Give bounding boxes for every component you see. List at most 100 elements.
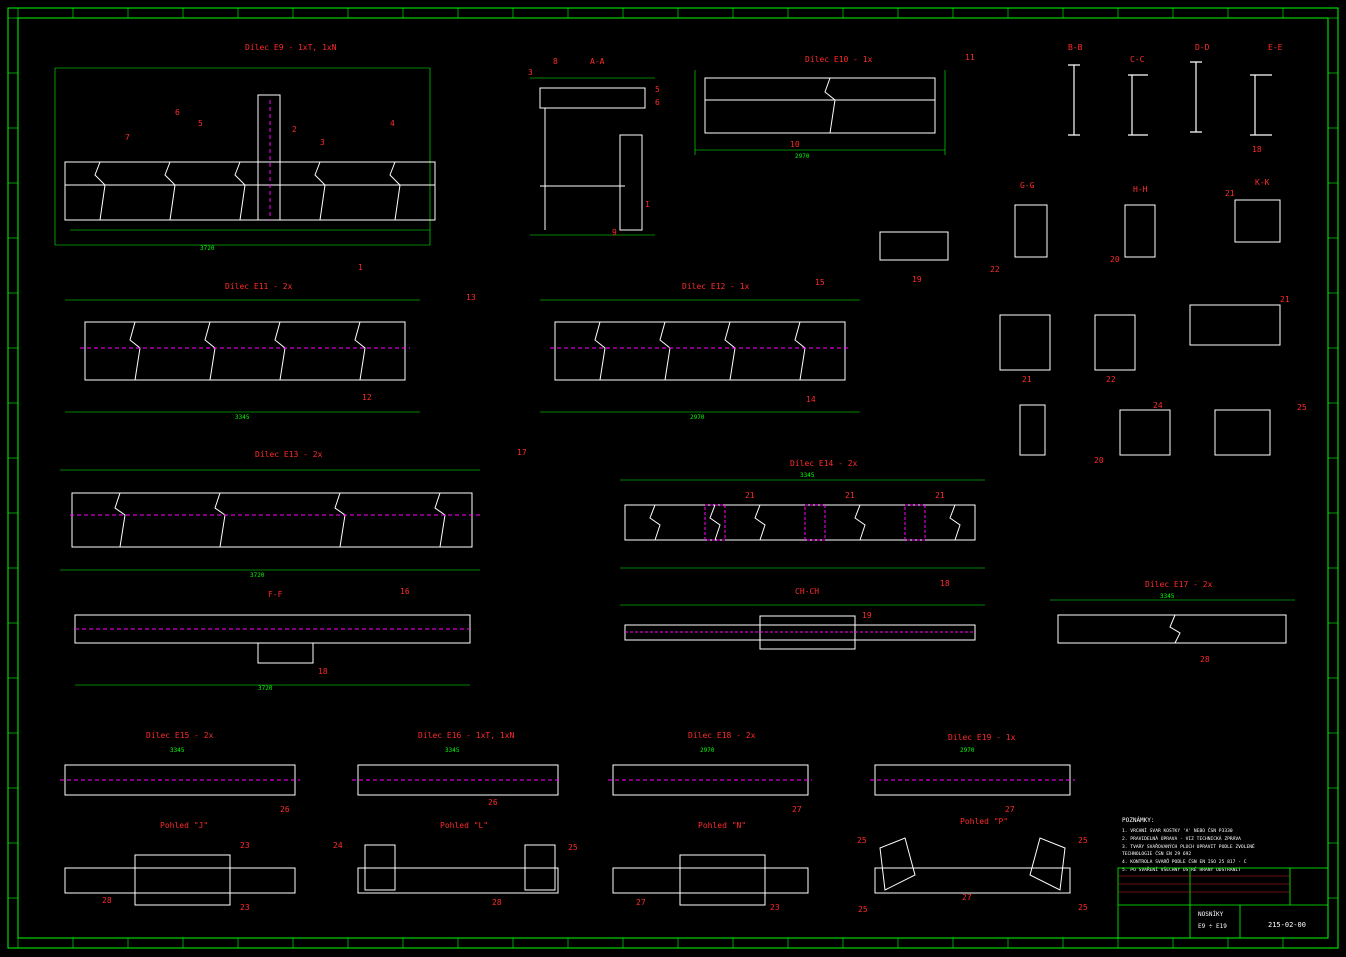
part-e13: Dílec E13 - 2x 3720 17 16 F-F 18 3720 [60,448,527,692]
note-line-2: 2. PRAVIDELNÁ ÚPRAVA - VIZ TECHNICKÁ ZPR… [1122,835,1241,842]
mark-e16-26: 26 [488,798,498,807]
mark-e11-12: 12 [362,393,372,402]
mark-kk-21: 21 [1225,189,1235,198]
sections-bb-ee: B-B C-C D-D E-E 18 [1068,43,1283,154]
mark-e14-21a: 21 [745,491,755,500]
title-hh: H-H [1133,185,1148,194]
dim-e17-total: 3345 [1160,593,1175,600]
mark-e15-23a: 23 [240,841,250,850]
mark-e9-2: 2 [292,125,297,134]
dim-e13-total: 3720 [250,572,265,579]
title-ee: E-E [1268,43,1283,52]
part-e12: Dílec E12 - 1x 2970 15 14 [540,278,860,421]
mark-24: 24 [1153,401,1163,410]
mark-e19-27b: 27 [962,893,972,902]
title-e13: Dílec E13 - 2x [255,450,323,459]
part-e14: Dílec E14 - 2x 3345 21 21 21 18 CH-CH [620,459,985,650]
mark-e10-11: 11 [965,53,975,62]
note-line-6: 5. PO SVAŘENÍ VŠECHNY OSTRÉ HRANY ODSTRA… [1122,865,1241,873]
mark-e16-25: 25 [568,843,578,852]
mark-e9-7: 7 [125,133,130,142]
title-e14: Dílec E14 - 2x [790,459,858,468]
note-line-4: TECHNOLOGIE ČSN EN 29 692 [1122,850,1191,857]
mark-ee-18: 18 [1252,145,1262,154]
title-block-number: 215-02-00 [1268,921,1306,929]
title-e17: Dílec E17 - 2x [1145,580,1213,589]
mark-e13-16: 16 [400,587,410,596]
mark-e19-27: 27 [1005,805,1015,814]
mark-25: 25 [1297,403,1307,412]
mark-aa-8: 8 [553,57,558,66]
view-j: Pohled "J" [160,821,208,830]
mark-e18-27b: 27 [636,898,646,907]
note-line-1: 1. VRCHNÍ SVAR KOSTKY 'A' NEBO ČSN P3330 [1122,826,1233,834]
mark-21b: 21 [1280,295,1290,304]
mark-hh-20: 20 [1110,255,1120,264]
mark-e16-28: 28 [492,898,502,907]
mark-e15-23b: 23 [240,903,250,912]
mark-20b: 20 [1094,456,1104,465]
dim-ff-total: 3720 [258,685,273,692]
mark-aa-6: 6 [655,98,660,107]
notes-header: POZNÁMKY: [1122,817,1155,824]
mark-e15-26: 26 [280,805,290,814]
title-e11: Dílec E11 - 2x [225,282,293,291]
title-aa: A-A [590,57,605,66]
note-line-5: 4. KONTROLA SVARŮ PODLE ČSN EN ISO 25 81… [1122,858,1247,865]
mark-e19-25d: 25 [1078,903,1088,912]
mark-e11-13: 13 [466,293,476,302]
title-e16: Dílec E16 - 1xT, 1xN [418,731,515,740]
dim-e18-total: 2970 [700,747,715,754]
frame-ticks [8,8,1338,948]
title-bb: B-B [1068,43,1083,52]
dim-e15-total: 3345 [170,747,185,754]
mark-e19-25c: 25 [858,905,868,914]
mark-e18-23: 23 [770,903,780,912]
title-e19: Dílec E19 - 1x [948,733,1016,742]
dim-e10-total: 2970 [795,153,810,160]
mark-aa-1: 1 [645,200,650,209]
drawing-frame [7,7,1339,949]
title-e12: Dílec E12 - 1x [682,282,750,291]
dim-e14-total: 3345 [800,472,815,479]
sections-gg-hh-kk: G-G H-H K-K 22 20 21 19 21 21 22 20 24 2… [879,178,1307,465]
part-e18: Dílec E18 - 2x 2970 27 Pohled "N" 27 23 [608,731,812,912]
mark-ff-18: 18 [318,667,328,676]
section-aa: A-A 3 8 5 6 1 9 [528,57,660,237]
dim-e12-total: 2970 [690,414,705,421]
mark-e12-14: 14 [806,395,816,404]
mark-21c: 21 [1022,375,1032,384]
mark-e15-28: 28 [102,896,112,905]
mark-e9-1: 1 [358,263,363,272]
title-e15: Dílec E15 - 2x [146,731,214,740]
note-line-3: 3. TVARY SVAŘOVANÝCH PLOCH UPRAVIT PODLE… [1122,842,1255,850]
mark-e17-28: 28 [1200,655,1210,664]
mark-e19-25a: 25 [857,836,867,845]
mark-chch-19: 19 [862,611,872,620]
title-block-name: NOSNÍKY [1198,910,1224,918]
title-e9: Dílec E9 - 1xT, 1xN [245,43,337,52]
title-cc: C-C [1130,55,1145,64]
mark-e14-21c: 21 [935,491,945,500]
title-block: NOSNÍKY E9 ÷ E19 215-02-00 [1117,867,1329,939]
title-dd: D-D [1195,43,1210,52]
mark-e9-4: 4 [390,119,395,128]
notes-block: POZNÁMKY: 1. VRCHNÍ SVAR KOSTKY 'A' NEBO… [1122,817,1255,873]
part-e16: Dílec E16 - 1xT, 1xN 3345 26 Pohled "L" … [333,731,578,907]
mark-19: 19 [912,275,922,284]
part-e11: Dílec E11 - 2x 3345 13 12 [65,282,476,421]
title-e10: Dílec E10 - 1x [805,55,873,64]
mark-aa-9: 9 [612,228,617,237]
mark-aa-3: 3 [528,68,533,77]
title-block-sub: E9 ÷ E19 [1198,923,1227,930]
mark-e10-10: 10 [790,140,800,149]
title-ff: F-F [268,590,283,599]
mark-e16-24: 24 [333,841,343,850]
part-e19: Dílec E19 - 1x 2970 27 Pohled "P" 27 25 … [857,733,1088,914]
title-e18: Dílec E18 - 2x [688,731,756,740]
part-e9: Dílec E9 - 1xT, 1xN 3720 2 3 4 5 6 7 1 [54,43,436,272]
title-gg: G-G [1020,181,1035,190]
mark-e18-27: 27 [792,805,802,814]
mark-e9-3: 3 [320,138,325,147]
